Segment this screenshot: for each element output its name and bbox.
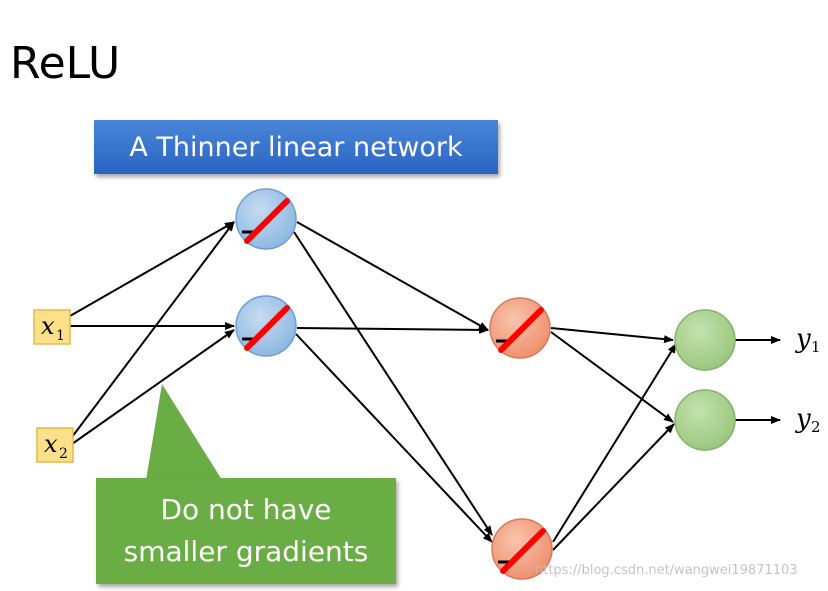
edge-x2-h1a (71, 221, 235, 438)
edges-output-arrows (735, 336, 781, 424)
output-neuron-1 (674, 309, 736, 371)
callout-box: Do not have smaller gradients (96, 478, 396, 584)
edges-hidden1-to-hidden2 (293, 221, 493, 543)
edge-h2a-o2 (550, 331, 674, 423)
relu-icon (496, 307, 544, 353)
edge-h2a-o1 (550, 327, 674, 344)
callout-pointer (146, 384, 222, 480)
relu-icon (242, 198, 290, 244)
input-x2-var: x (44, 430, 58, 458)
edge-h1b-h2a (296, 325, 489, 334)
edges-input-to-hidden1 (69, 221, 235, 445)
output-label-y2: y 2 (795, 404, 821, 436)
edge-x2-h1b (71, 329, 235, 445)
output-y2-var: y (795, 404, 811, 434)
watermark: https://blog.csdn.net/wangwei19871103 (535, 563, 798, 578)
input-node-x1: x 1 (33, 309, 71, 345)
hidden1-neuron-b (235, 295, 297, 357)
input-x1-var: x (41, 312, 55, 340)
slide-title: ReLU (10, 38, 121, 89)
output-neuron-2 (674, 389, 736, 451)
output-y1-var: y (795, 324, 811, 354)
edge-h2b-o1 (552, 343, 677, 543)
input-x2-sub: 2 (59, 446, 68, 462)
edge-h1a-h2b (293, 231, 493, 536)
relu-icon (242, 305, 290, 351)
output-y2-sub: 2 (811, 418, 821, 436)
callout-line-1: Do not have (160, 493, 332, 526)
edge-h2b-o2 (552, 423, 675, 551)
callout-line-2: smaller gradients (123, 535, 369, 568)
thinner-network-banner: A Thinner linear network (94, 120, 498, 174)
edges-hidden2-to-output (550, 327, 677, 551)
relu-icon (498, 528, 546, 574)
edge-h1b-h2b (295, 333, 493, 543)
input-x1-sub: 1 (56, 328, 65, 344)
hidden2-neuron-b (491, 518, 553, 580)
hidden2-neuron-a (489, 297, 551, 359)
output-y1-sub: 1 (811, 338, 821, 356)
edge-h1a-h2a (296, 221, 489, 331)
hidden1-neuron-a (235, 188, 297, 250)
input-node-x2: x 2 (36, 427, 74, 463)
edge-x1-h1a (69, 221, 235, 317)
output-label-y1: y 1 (795, 324, 821, 356)
